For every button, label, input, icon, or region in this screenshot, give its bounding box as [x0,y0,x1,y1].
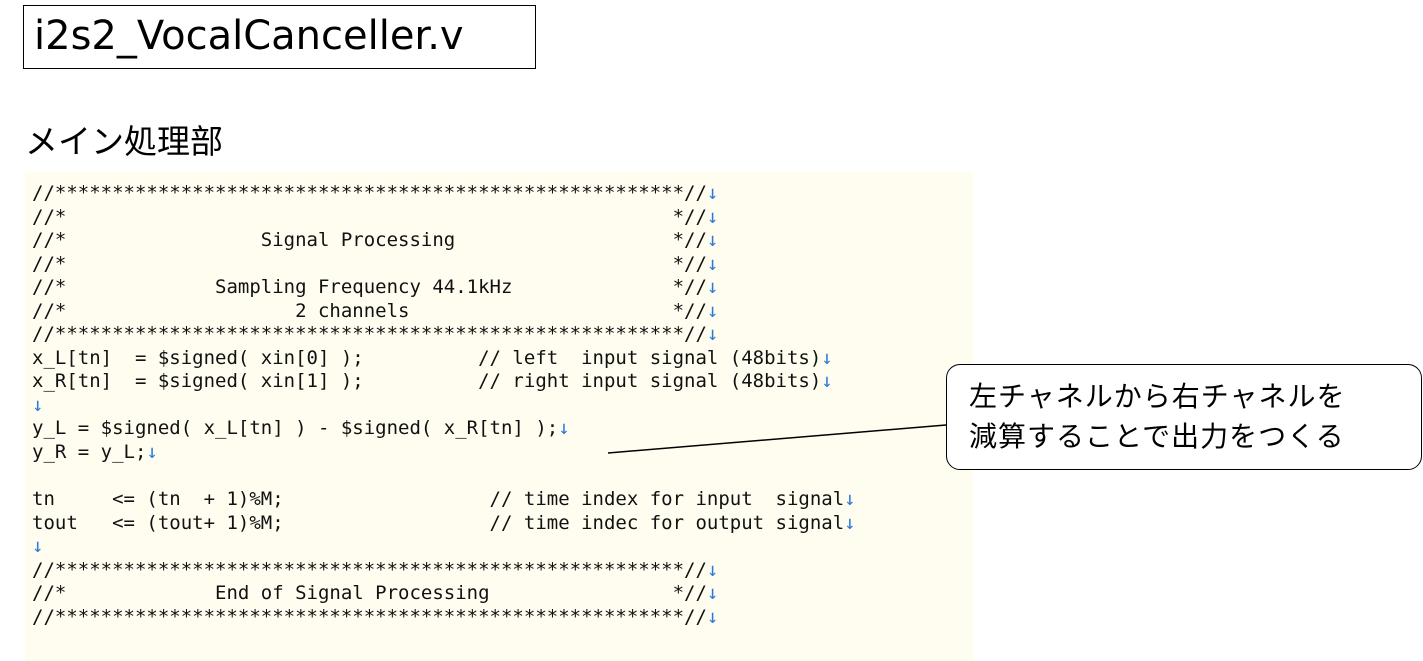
code-line-text: tn <= (tn + 1)%M; // time index for inpu… [32,488,845,511]
annotation-callout: 左チャネルから右チャネルを 減算することで出力をつくる [946,364,1422,470]
line-break-marker-icon: ↓ [706,182,719,204]
callout-text-line-1: 左チャネルから右チャネルを [969,380,1346,413]
code-line: y_R = y_L;↓ [32,441,856,465]
line-break-marker-icon: ↓ [821,370,833,393]
code-line: //**************************************… [32,559,856,583]
line-break-marker-icon: ↓ [844,488,856,511]
file-name-title: i2s2_VocalCanceller.v [23,5,536,69]
code-line-text: y_L = $signed( x_L[tn] ) - $signed( x_R[… [32,417,559,440]
code-line-text: //* End of Signal Processing *// [32,582,707,605]
line-break-marker-icon: ↓ [706,323,719,346]
code-line: //**************************************… [32,606,856,630]
line-break-marker-icon: ↓ [706,582,719,605]
code-line-text: //* 2 channels *// [32,299,707,322]
code-line: tout <= (tout+ 1)%M; // time indec for o… [32,512,856,536]
code-listing: //**************************************… [32,182,856,629]
code-line-text: //**************************************… [32,605,707,628]
line-break-marker-icon: ↓ [558,417,570,440]
line-break-marker-icon: ↓ [706,605,719,628]
line-break-marker-icon: ↓ [844,511,856,534]
code-line: //* 2 channels *//↓ [32,300,856,324]
code-line [32,465,856,489]
code-line: //* *//↓ [32,206,856,230]
code-line-text: //* *// [32,205,707,228]
line-break-marker-icon: ↓ [146,441,158,464]
code-line: //**************************************… [32,323,856,347]
code-panel: //**************************************… [25,172,973,661]
code-line-text: //**************************************… [32,323,707,346]
code-line: x_L[tn] = $signed( xin[0] ); // left inp… [32,347,856,371]
line-break-marker-icon: ↓ [706,558,719,581]
line-break-marker-icon: ↓ [706,276,719,299]
code-line-text: //* Sampling Frequency 44.1kHz *// [32,276,707,299]
line-break-marker-icon: ↓ [706,299,719,322]
line-break-marker-icon: ↓ [821,346,833,369]
code-line-text: //**************************************… [32,558,707,581]
code-line: ↓ [32,535,856,559]
code-line: y_L = $signed( x_L[tn] ) - $signed( x_R[… [32,417,856,441]
code-line-text: //* *// [32,252,707,275]
code-line: //* *//↓ [32,253,856,277]
line-break-marker-icon: ↓ [32,535,44,558]
section-heading: メイン処理部 [25,122,223,161]
code-line-text: x_L[tn] = $signed( xin[0] ); // left inp… [32,346,822,369]
code-line-text: y_R = y_L; [32,441,147,464]
line-break-marker-icon: ↓ [706,252,719,275]
code-line-text: x_R[tn] = $signed( xin[1] ); // right in… [32,370,822,393]
code-line: x_R[tn] = $signed( xin[1] ); // right in… [32,370,856,394]
code-line: //**************************************… [32,182,856,206]
code-line-text: //* Signal Processing *// [32,229,707,252]
code-line: //* Sampling Frequency 44.1kHz *//↓ [32,276,856,300]
line-break-marker-icon: ↓ [706,205,719,228]
code-line-text: //**************************************… [32,182,707,204]
line-break-marker-icon: ↓ [32,393,44,416]
code-line: tn <= (tn + 1)%M; // time index for inpu… [32,488,856,512]
code-line: //* Signal Processing *//↓ [32,229,856,253]
code-line: //* End of Signal Processing *//↓ [32,582,856,606]
code-line: ↓ [32,394,856,418]
code-line-text: tout <= (tout+ 1)%M; // time indec for o… [32,511,845,534]
line-break-marker-icon: ↓ [706,229,719,252]
callout-text-line-2: 減算することで出力をつくる [969,420,1345,453]
